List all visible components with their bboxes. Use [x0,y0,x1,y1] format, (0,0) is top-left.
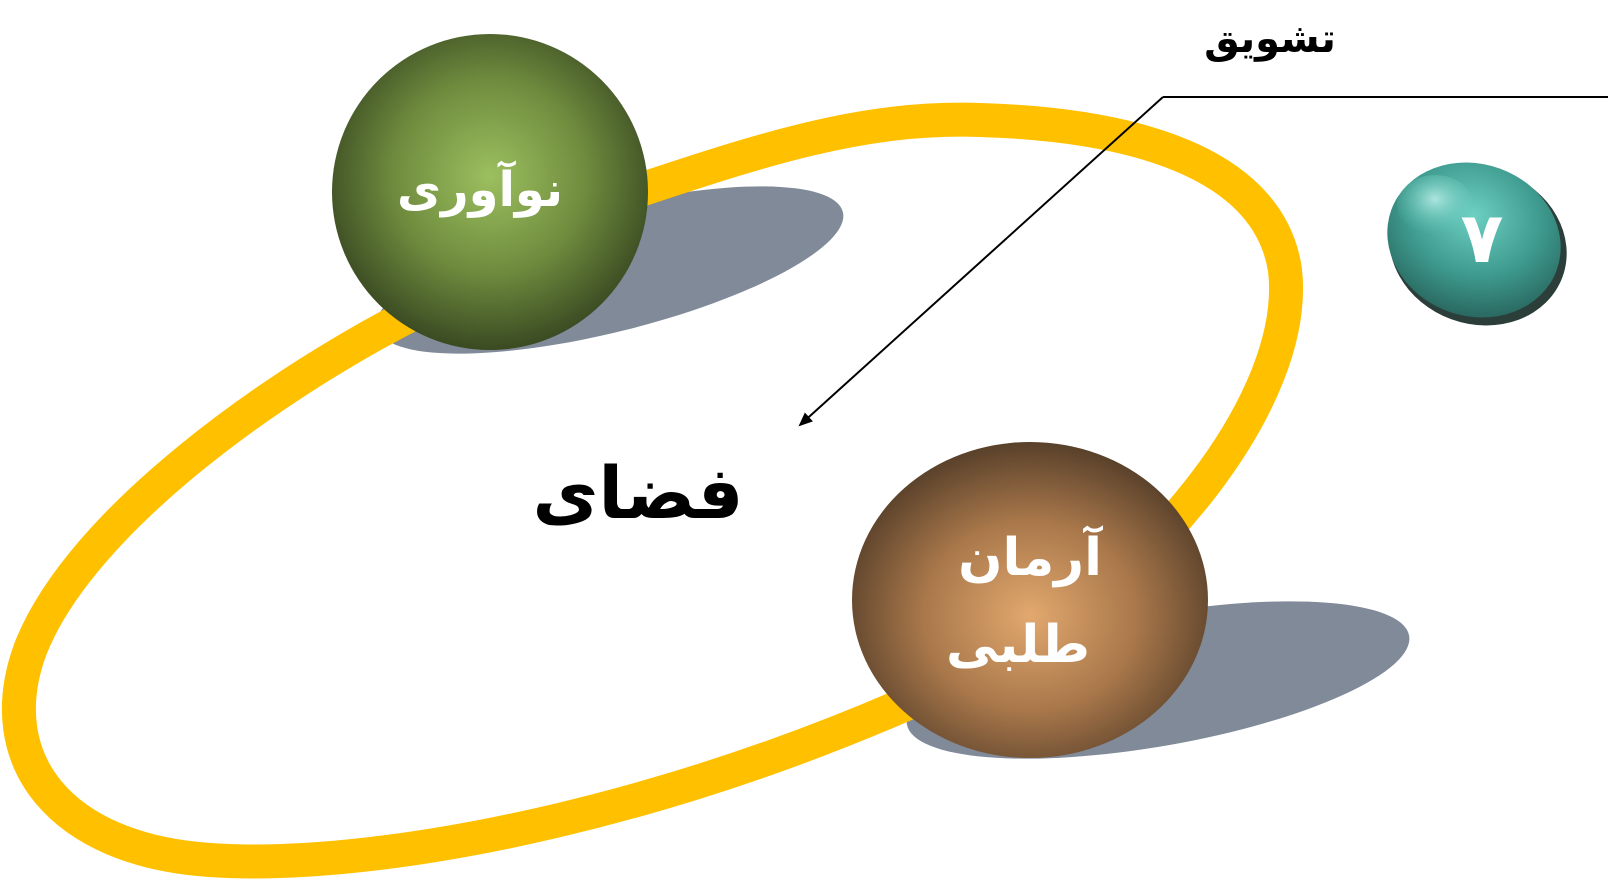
bubble-idealism-label-line-2: طلبی [946,615,1090,675]
center-label: فضای [532,451,743,535]
bubble-innovation [332,34,648,350]
pointer-arrow [798,96,1164,427]
orbit-ring [1,102,1304,879]
bubble-idealism-label-line-1: آرمان [958,525,1103,588]
page-number: ۷ [1461,197,1504,279]
bubble-idealism [852,442,1208,758]
page-number-badge: ۷ [1387,162,1567,326]
bubble-innovation-label: نوآوری [397,160,563,218]
top-label: تشویق [1204,16,1336,62]
